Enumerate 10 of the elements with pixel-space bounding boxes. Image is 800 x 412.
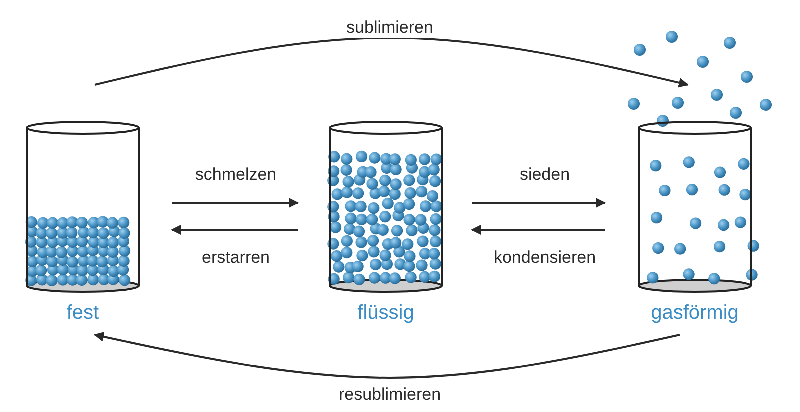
arrow [172,198,299,208]
arrow [472,198,606,208]
state-label: flüssig [356,301,416,326]
edge-label: sublimieren [344,18,436,38]
arrow [94,332,680,379]
arrow [94,37,689,88]
state-label: gasförmig [650,301,740,326]
arrow [171,225,298,235]
state-label: fest [66,301,100,326]
arrow [471,225,605,235]
